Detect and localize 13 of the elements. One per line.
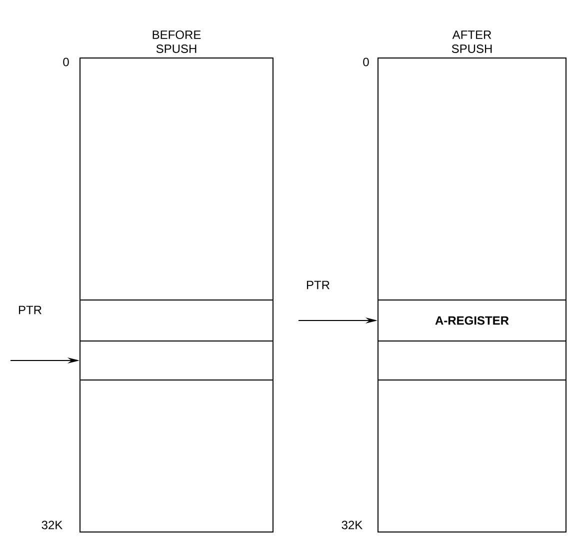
memory-slot: A-REGISTER [378,300,566,342]
memory-slot [80,340,274,380]
node-label: AFTER SPUSH [452,30,492,53]
pointer-label: PTR [307,280,330,290]
pointer-label: PTR [19,306,42,314]
address-label: 32K [342,520,363,530]
address-label: 0 [363,58,369,66]
memory-slot [378,340,566,380]
address-label: 32K [42,520,63,530]
address-label: 0 [63,58,69,66]
node-label: BEFORE SPUSH [152,30,201,53]
memory-stack: BEFORE SPUSH [80,30,274,532]
memory-slot [80,300,274,342]
